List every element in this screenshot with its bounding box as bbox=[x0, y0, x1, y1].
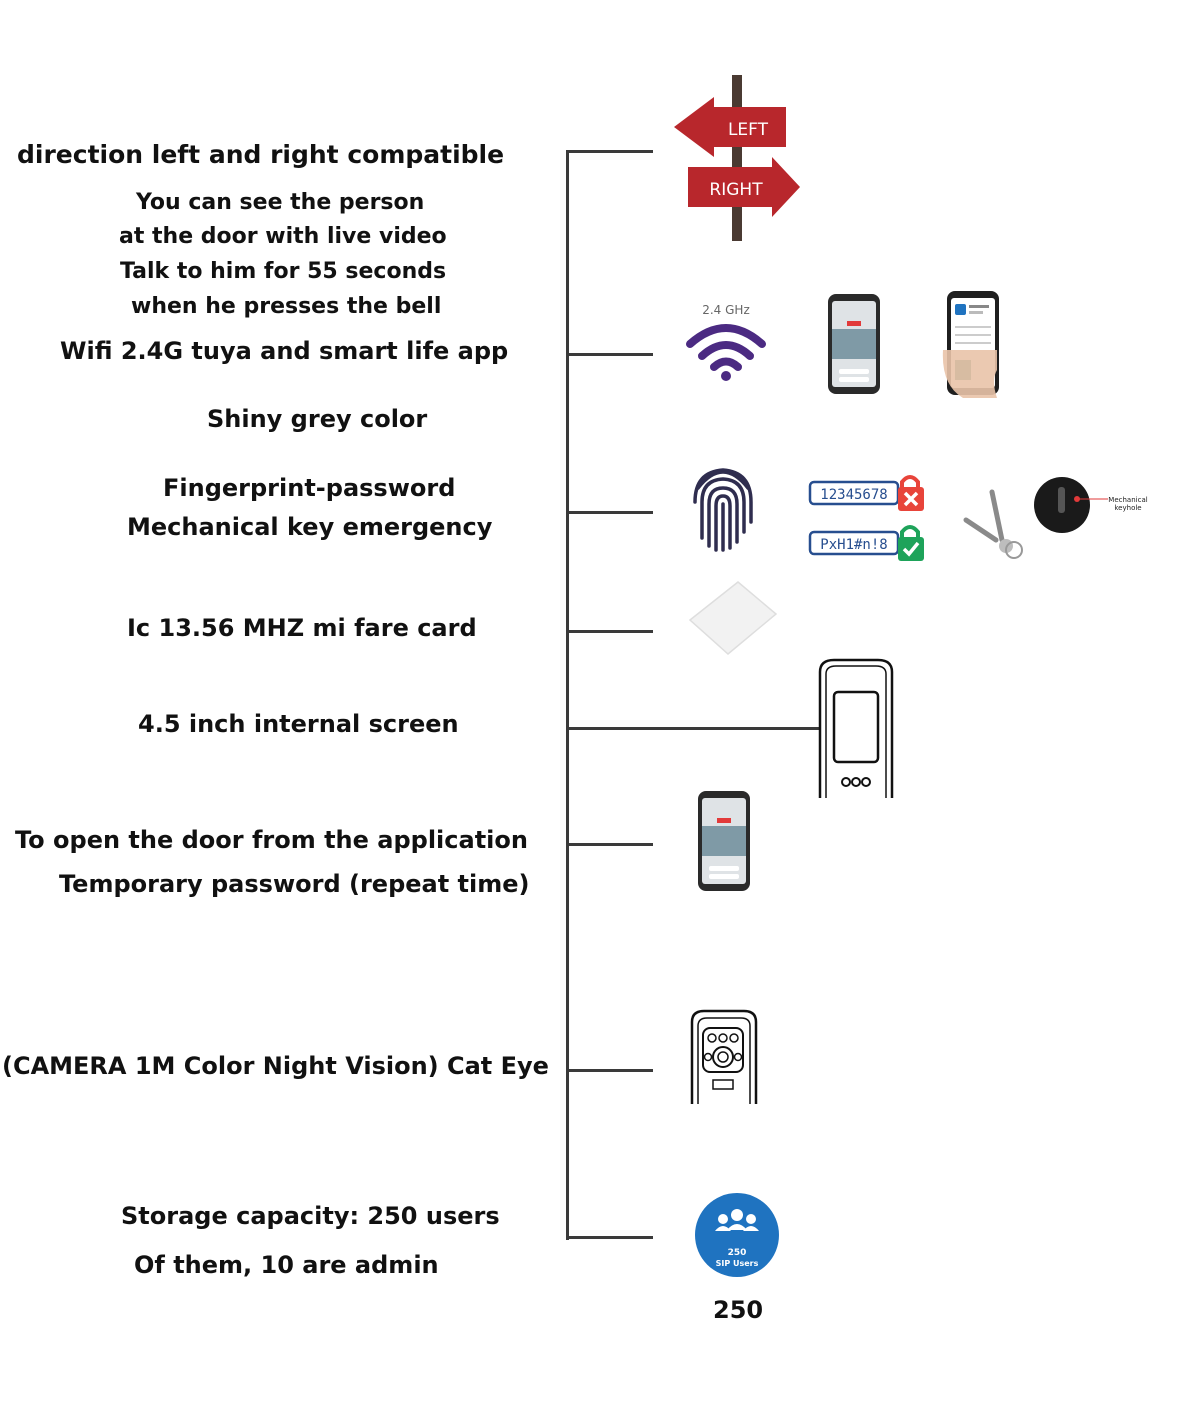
feature-storage-line-1: Storage capacity: 250 users bbox=[121, 1202, 500, 1230]
wifi-band-label: 2.4 GHz bbox=[702, 303, 750, 317]
keyhole-icon: Mechanical keyhole bbox=[1032, 475, 1148, 535]
password-wrong-icon: 12345678 bbox=[808, 472, 930, 512]
branch-camera bbox=[566, 1069, 653, 1072]
branch-unlock bbox=[566, 511, 653, 514]
feature-storage-line-2: Of them, 10 are admin bbox=[134, 1251, 439, 1279]
feature-screen: 4.5 inch internal screen bbox=[138, 710, 459, 738]
feature-card: Ic 13.56 MHZ mi fare card bbox=[127, 614, 477, 642]
password-correct-text: PxH1#n!8 bbox=[820, 537, 887, 553]
keyhole-label-2: keyhole bbox=[1114, 504, 1141, 512]
sign-left-label: LEFT bbox=[728, 120, 769, 140]
branch-card bbox=[566, 630, 653, 633]
feature-camera: (CAMERA 1M Color Night Vision) Cat Eye bbox=[2, 1052, 549, 1080]
password-correct-icon: PxH1#n!8 bbox=[808, 522, 930, 562]
branch-app bbox=[566, 843, 653, 846]
feature-wifi: Wifi 2.4G tuya and smart life app bbox=[60, 337, 509, 365]
ic-card-icon bbox=[688, 580, 778, 656]
sip-users-icon: 250 SIP Users bbox=[694, 1192, 780, 1278]
mechanical-key-icon bbox=[962, 484, 1028, 562]
feature-video-line-2: at the door with live video bbox=[119, 224, 447, 249]
sip-users-count: 250 bbox=[728, 1248, 747, 1258]
feature-video-line-3: Talk to him for 55 seconds bbox=[120, 259, 447, 284]
smart-life-store-phone-icon bbox=[941, 290, 1013, 400]
feature-video-line-4: when he presses the bell bbox=[131, 294, 442, 319]
branch-screen bbox=[566, 727, 822, 730]
branch-direction bbox=[566, 150, 653, 153]
branch-storage bbox=[566, 1236, 653, 1239]
feature-direction: direction left and right compatible bbox=[17, 140, 505, 169]
main-vertical-connector bbox=[566, 150, 569, 1240]
feature-video-line-1: You can see the person bbox=[136, 190, 425, 215]
password-wrong-text: 12345678 bbox=[820, 487, 887, 503]
sip-users-label: SIP Users bbox=[716, 1259, 759, 1268]
users-count-caption: 250 bbox=[713, 1296, 764, 1324]
sign-right-label: RIGHT bbox=[709, 180, 763, 200]
feature-app-line-1: To open the door from the application bbox=[15, 826, 528, 854]
fingerprint-icon bbox=[690, 458, 756, 552]
feature-app-line-2: Temporary password (repeat time) bbox=[59, 870, 530, 898]
feature-unlock-line-1: Fingerprint-password bbox=[163, 474, 456, 502]
phone-app-icon bbox=[827, 293, 881, 395]
internal-screen-device-icon bbox=[816, 658, 896, 800]
direction-signpost-icon: LEFT RIGHT bbox=[672, 75, 802, 243]
cat-eye-camera-icon bbox=[689, 1008, 761, 1106]
wifi-icon: 2.4 GHz bbox=[686, 300, 766, 382]
feature-unlock-line-2: Mechanical key emergency bbox=[127, 513, 493, 541]
keyhole-label-1: Mechanical bbox=[1108, 496, 1147, 504]
feature-color: Shiny grey color bbox=[207, 405, 428, 433]
branch-wifi bbox=[566, 353, 653, 356]
open-door-app-phone-icon bbox=[697, 790, 751, 892]
